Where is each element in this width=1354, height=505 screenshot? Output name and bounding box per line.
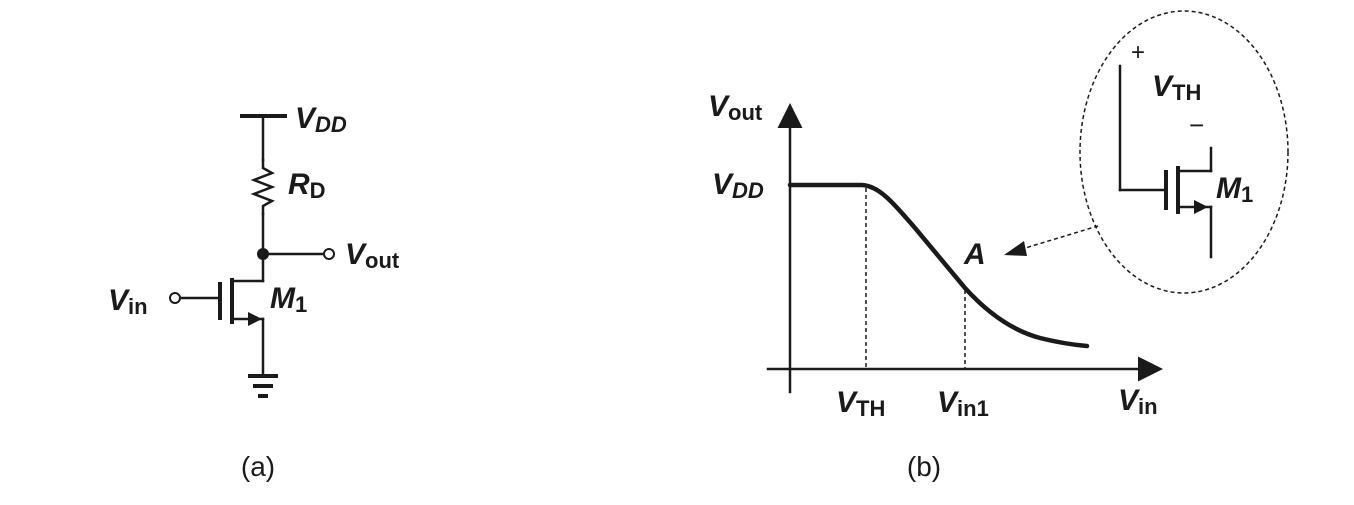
vout-label: Vout xyxy=(345,238,400,273)
inset-vth-label: VTH xyxy=(1152,70,1201,105)
inset-pointer-arrow-icon xyxy=(1004,241,1027,256)
vin-label: Vin xyxy=(108,284,148,319)
inset: + − VTH M1 xyxy=(1004,10,1289,294)
inset-m1-label: M1 xyxy=(1216,172,1253,207)
vout-terminal xyxy=(323,248,335,260)
vdd-level-label: VDD xyxy=(712,168,764,203)
vin-terminal xyxy=(169,292,181,304)
vin1-tick-label: Vin1 xyxy=(937,386,989,421)
inset-minus-sign: − xyxy=(1189,110,1204,140)
caption-a: (a) xyxy=(241,451,275,482)
x-axis-label: Vin xyxy=(1118,384,1158,419)
y-axis-label: Vout xyxy=(708,90,763,125)
vth-tick-label: VTH xyxy=(836,386,885,421)
resistor-label: RD xyxy=(288,168,326,203)
inset-ellipse xyxy=(1079,10,1289,294)
plot-b: Vout Vin VDD VTH Vin1 A (b) xyxy=(708,90,1163,482)
transfer-curve xyxy=(787,182,1090,349)
point-a-label: A xyxy=(963,238,986,271)
circuit-a: VDD RD Vout Vin M1 (a) xyxy=(108,102,400,482)
m1-label: M1 xyxy=(270,282,307,317)
inset-pointer-line xyxy=(1011,225,1099,253)
inset-plus-sign: + xyxy=(1131,39,1145,66)
caption-b: (b) xyxy=(907,451,941,482)
resistor-rd-icon xyxy=(250,158,276,216)
ground-icon xyxy=(248,374,278,398)
vdd-label: VDD xyxy=(295,102,347,137)
